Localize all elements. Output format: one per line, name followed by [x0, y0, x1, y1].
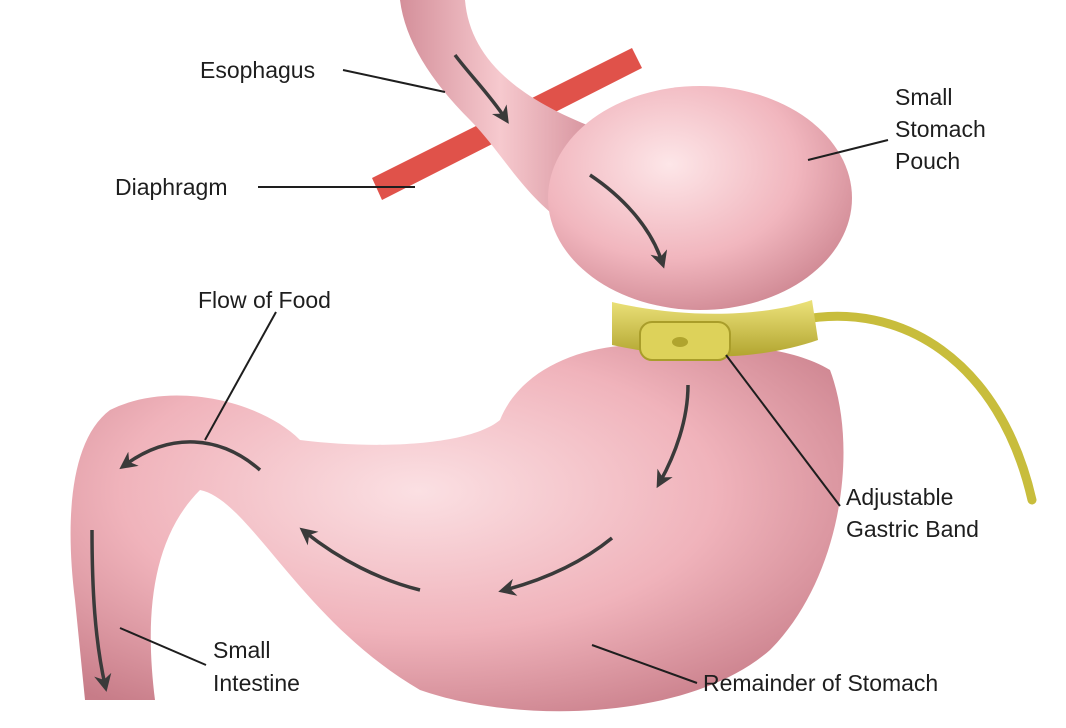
small-stomach-pouch — [548, 86, 852, 310]
label-intestine-2: Intestine — [213, 670, 300, 696]
remainder-leader — [591, 644, 698, 684]
remainder-of-stomach — [70, 344, 844, 712]
label-intestine-1: Small — [213, 637, 271, 663]
flow-arrow — [299, 527, 421, 592]
band-tube — [795, 311, 1037, 505]
label-diaphragm: Diaphragm — [115, 174, 228, 200]
label-pouch-3: Pouch — [895, 148, 960, 174]
flow-arrow — [498, 536, 614, 596]
label-band-1: Adjustable — [846, 484, 953, 510]
flow-leader — [204, 311, 277, 441]
flow-arrow — [589, 173, 668, 269]
label-pouch-1: Small — [895, 84, 953, 110]
esophagus-leader — [342, 69, 446, 93]
band-leader — [725, 354, 841, 507]
band-buckle-hole — [672, 337, 688, 347]
flow-arrow — [90, 529, 112, 692]
label-esophagus: Esophagus — [200, 57, 315, 83]
flow-arrow — [453, 53, 509, 124]
pouch-leader — [807, 139, 889, 161]
flow-arrow — [119, 440, 262, 472]
label-band-2: Gastric Band — [846, 516, 979, 542]
label-pouch-2: Stomach — [895, 116, 986, 142]
intestine-leader — [119, 627, 207, 666]
flow-arrow — [656, 384, 690, 489]
label-remainder: Remainder of Stomach — [703, 670, 938, 696]
label-flow-of-food: Flow of Food — [198, 287, 331, 313]
